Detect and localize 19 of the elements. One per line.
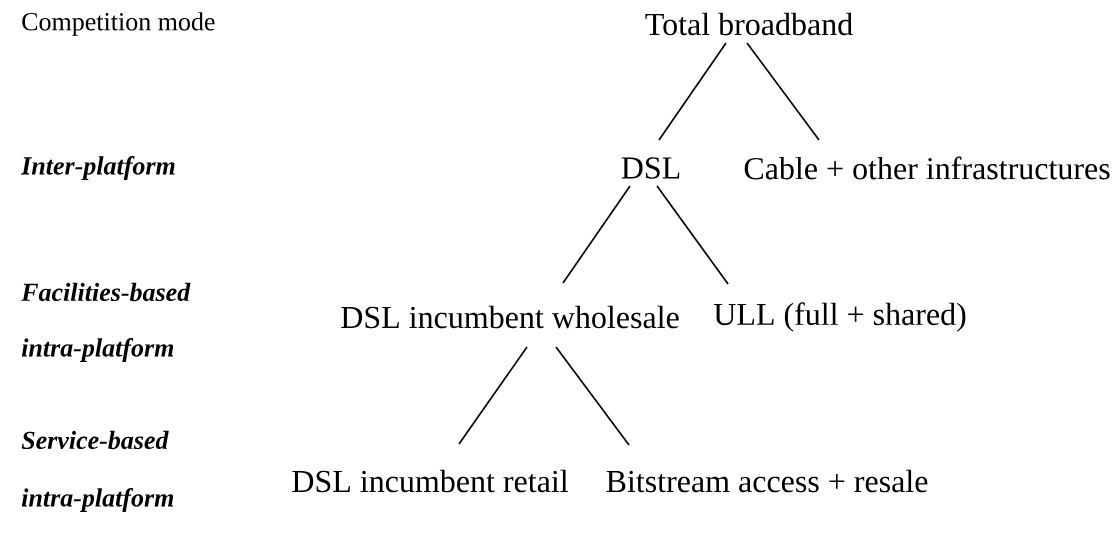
tree-line (562, 185, 631, 284)
tree-line (746, 42, 820, 141)
tree-node-label: DSL incumbent retail (292, 469, 569, 493)
tree-node-label: DSL incumbent wholesale (341, 305, 679, 329)
level-label: Competition mode (22, 12, 215, 36)
tree-node-label: ULL (full + shared) (713, 302, 966, 332)
tree-line (656, 185, 729, 285)
level-label: Service-based (21, 430, 169, 450)
tree-node-label: Cable + other infrastructures (744, 156, 1110, 180)
tree-node-label: DSL (621, 157, 680, 179)
level-label: Facilities-based (21, 282, 191, 302)
tree-line (458, 346, 528, 445)
tree-line (555, 346, 630, 446)
level-label: Inter-platform (20, 156, 175, 180)
tree-node-label: Total broadband (645, 12, 853, 36)
level-label: intra-platform (21, 488, 174, 512)
tree-node-label: Bitstream access + resale (606, 469, 928, 493)
tree-line (658, 42, 727, 141)
level-label: intra-platform (21, 338, 174, 362)
